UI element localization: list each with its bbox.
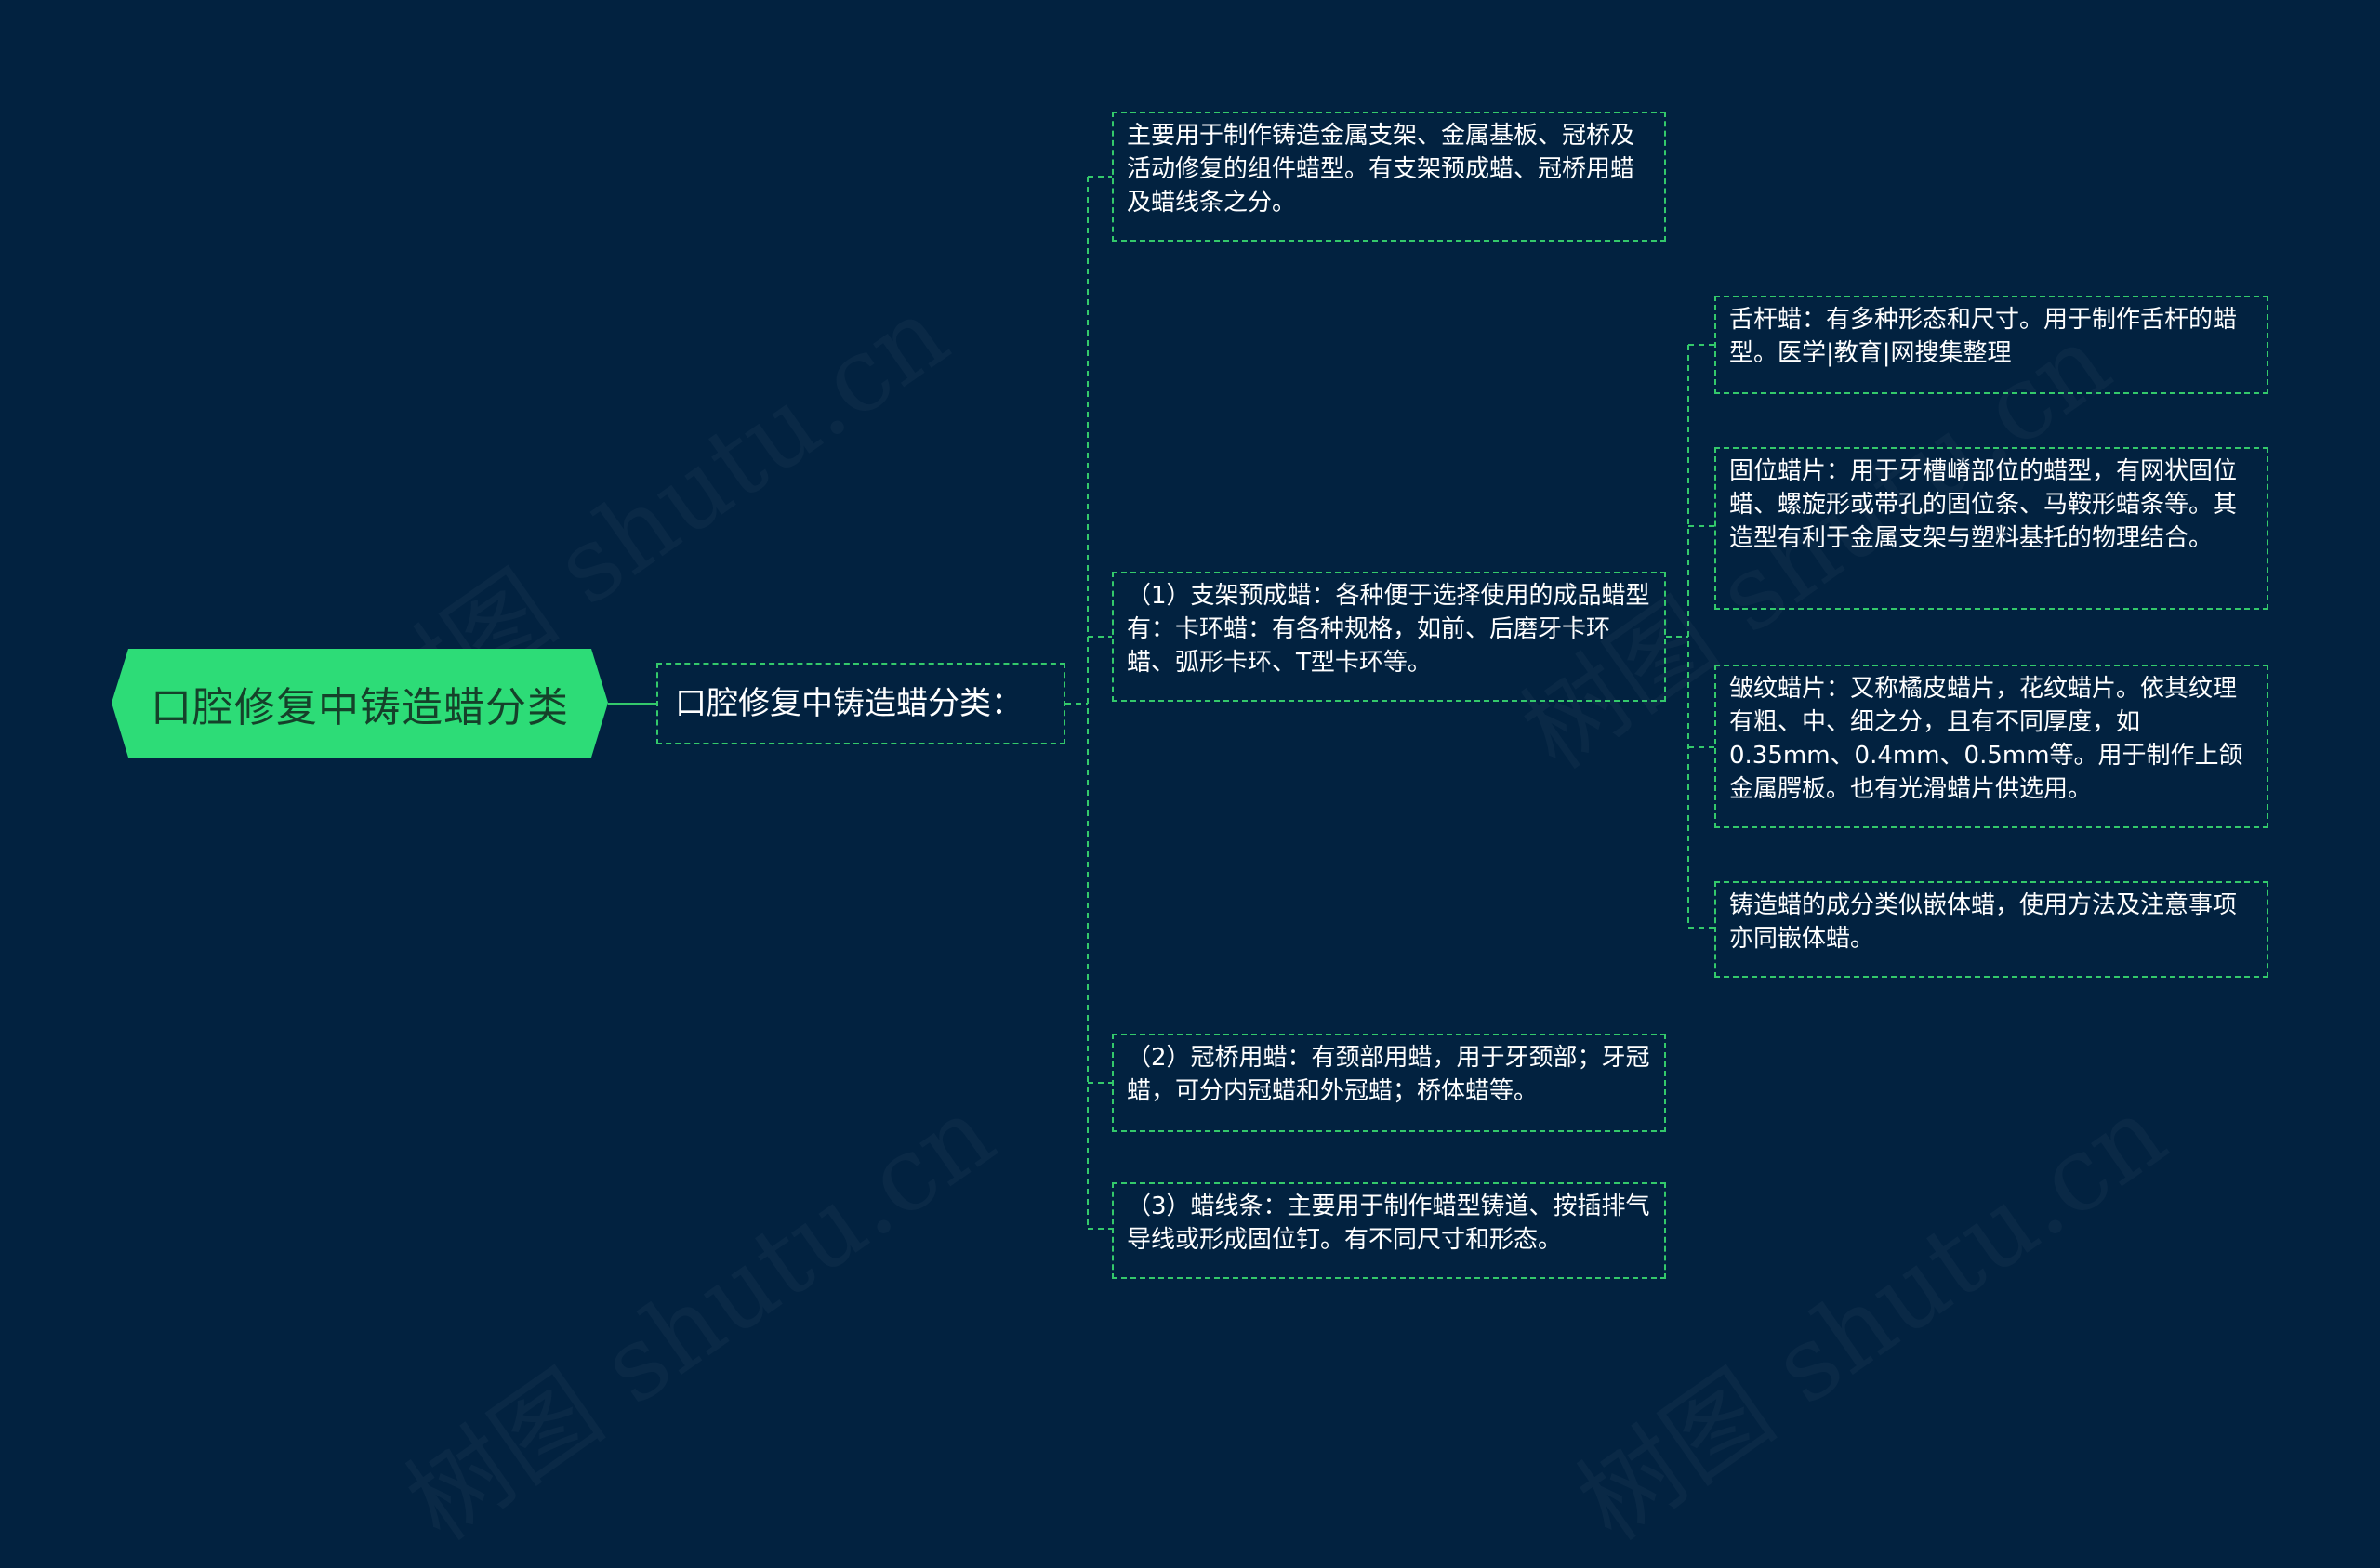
node-retention-wax-sheet[interactable]: 固位蜡片：用于牙槽嵴部位的蜡型，有网状固位蜡、螺旋形或带孔的固位条、马鞍形蜡条等…	[1714, 447, 2268, 610]
node-wax-strip[interactable]: （3）蜡线条：主要用于制作蜡型铸道、按插排气导线或形成固位钉。有不同尺寸和形态。	[1112, 1182, 1666, 1279]
root-node[interactable]: 口腔修复中铸造蜡分类	[112, 649, 608, 758]
node-textured-wax-sheet[interactable]: 皱纹蜡片：又称橘皮蜡片，花纹蜡片。依其纹理有粗、中、细之分，且有不同厚度，如0.…	[1714, 665, 2268, 828]
node-lingual-bar-wax[interactable]: 舌杆蜡：有多种形态和尺寸。用于制作舌杆的蜡型。医学|教育|网搜集整理	[1714, 296, 2268, 394]
node-text: 皱纹蜡片：又称橘皮蜡片，花纹蜡片。依其纹理有粗、中、细之分，且有不同厚度，如0.…	[1729, 675, 2243, 803]
node-text: 主要用于制作铸造金属支架、金属基板、冠桥及活动修复的组件蜡型。有支架预成蜡、冠桥…	[1127, 122, 1635, 217]
connector-frame-wax-bracket	[1666, 344, 1714, 929]
category-label: 口腔修复中铸造蜡分类：	[675, 685, 1023, 722]
connector-category-bracket	[1065, 176, 1112, 1230]
node-casting-wax-overview[interactable]: 主要用于制作铸造金属支架、金属基板、冠桥及活动修复的组件蜡型。有支架预成蜡、冠桥…	[1112, 112, 1666, 242]
node-text: （2）冠桥用蜡：有颈部用蜡，用于牙颈部；牙冠蜡，可分内冠蜡和外冠蜡；桥体蜡等。	[1127, 1044, 1650, 1105]
node-text: （1）支架预成蜡：各种便于选择使用的成品蜡型有：卡环蜡：有各种规格，如前、后磨牙…	[1127, 582, 1650, 677]
node-composition-note[interactable]: 铸造蜡的成分类似嵌体蜡，使用方法及注意事项亦同嵌体蜡。	[1714, 881, 2268, 978]
node-frame-preformed-wax[interactable]: （1）支架预成蜡：各种便于选择使用的成品蜡型有：卡环蜡：有各种规格，如前、后磨牙…	[1112, 572, 1666, 702]
node-text: 舌杆蜡：有多种形态和尺寸。用于制作舌杆的蜡型。医学|教育|网搜集整理	[1729, 306, 2238, 367]
category-node[interactable]: 口腔修复中铸造蜡分类：	[656, 663, 1065, 744]
connector-lines	[608, 176, 1714, 1230]
node-text: （3）蜡线条：主要用于制作蜡型铸道、按插排气导线或形成固位钉。有不同尺寸和形态。	[1127, 1192, 1650, 1254]
node-text: 固位蜡片：用于牙槽嵴部位的蜡型，有网状固位蜡、螺旋形或带孔的固位条、马鞍形蜡条等…	[1729, 457, 2238, 552]
node-text: 铸造蜡的成分类似嵌体蜡，使用方法及注意事项亦同嵌体蜡。	[1729, 891, 2238, 953]
root-label: 口腔修复中铸造蜡分类	[151, 683, 569, 731]
mind-map-canvas: 树图 shutu.cn 树图 shutu.cn 树图 shutu.cn 树图 s…	[112, 112, 2268, 1279]
node-crown-bridge-wax[interactable]: （2）冠桥用蜡：有颈部用蜡，用于牙颈部；牙冠蜡，可分内冠蜡和外冠蜡；桥体蜡等。	[1112, 1034, 1666, 1132]
